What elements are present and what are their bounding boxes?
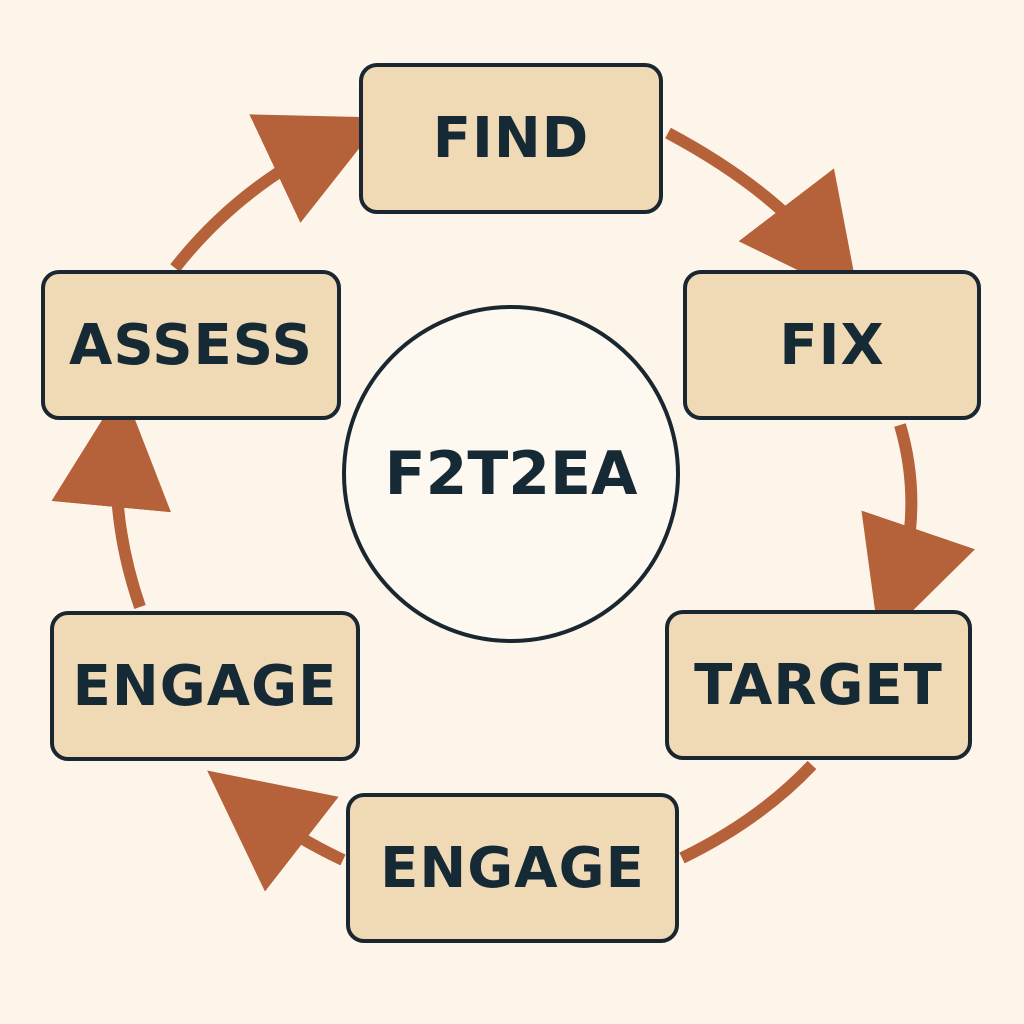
arrow-target-to-engage xyxy=(679,760,817,864)
center-circle-label: F2T2EA xyxy=(342,305,680,643)
step-assess: ASSESS xyxy=(41,270,341,420)
step-engage-left: ENGAGE xyxy=(50,611,360,761)
arrow-fix-to-target xyxy=(861,423,976,644)
arrow-find-to-fix xyxy=(665,127,860,301)
step-engage-bottom: ENGAGE xyxy=(346,793,679,943)
step-find: FIND xyxy=(359,63,663,214)
arrow-engage-to-assess xyxy=(51,387,172,609)
arrow-engage-to-engage xyxy=(207,770,346,892)
step-target: TARGET xyxy=(665,610,972,760)
step-fix: FIX xyxy=(683,270,981,420)
arrow-assess-to-find xyxy=(170,114,384,272)
